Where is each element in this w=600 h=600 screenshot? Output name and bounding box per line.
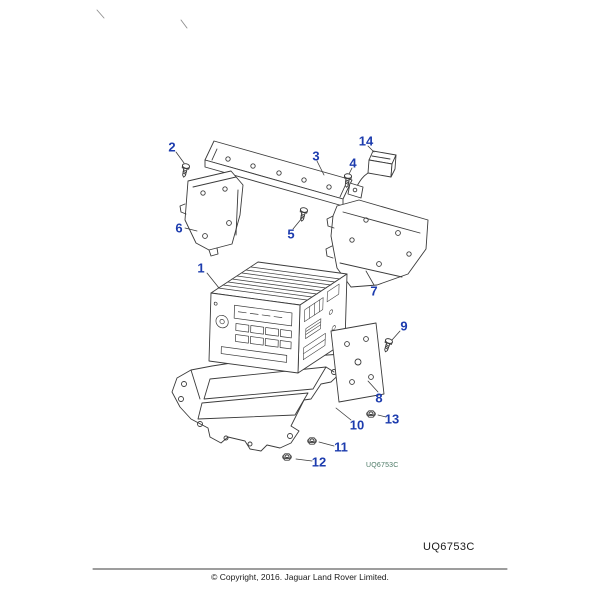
callout-14: 14 bbox=[358, 133, 374, 149]
callout-5: 5 bbox=[287, 226, 295, 242]
callout-7: 7 bbox=[370, 283, 378, 299]
top-panel-part3 bbox=[204, 140, 353, 207]
leader-lines bbox=[175, 145, 401, 462]
nut-part12 bbox=[282, 453, 292, 461]
figure-code-footer: UQ6753C bbox=[423, 541, 475, 553]
callout-9: 9 bbox=[400, 318, 408, 334]
figure-code-inline: UQ6753C bbox=[366, 462, 399, 469]
side-plate-part8 bbox=[330, 322, 385, 403]
radio-front-face bbox=[213, 301, 293, 363]
screw-part9 bbox=[381, 337, 394, 354]
mounting-cage-part10 bbox=[171, 353, 348, 452]
callout-2: 2 bbox=[168, 139, 176, 155]
bracket-part7 bbox=[325, 199, 429, 288]
radio-top-vents bbox=[217, 266, 341, 301]
radio-side-face bbox=[303, 283, 340, 361]
callout-4: 4 bbox=[349, 155, 357, 171]
copyright-text: © Copyright, 2016. Jaguar Land Rover Lim… bbox=[211, 572, 389, 582]
callout-8: 8 bbox=[375, 390, 383, 406]
callout-6: 6 bbox=[175, 220, 183, 236]
callout-13: 13 bbox=[384, 411, 400, 427]
module-part14 bbox=[347, 150, 397, 199]
print-registration-marks bbox=[96, 9, 188, 29]
callout-10: 10 bbox=[349, 417, 365, 433]
screw-part5 bbox=[297, 206, 309, 223]
callout-1: 1 bbox=[197, 260, 205, 276]
bracket-part6 bbox=[179, 170, 244, 257]
callout-11: 11 bbox=[334, 439, 348, 455]
screw-part2 bbox=[179, 162, 191, 179]
nut-part11 bbox=[307, 437, 317, 445]
callout-3: 3 bbox=[312, 148, 320, 164]
nut-part13 bbox=[366, 410, 376, 418]
callout-12: 12 bbox=[311, 454, 327, 470]
